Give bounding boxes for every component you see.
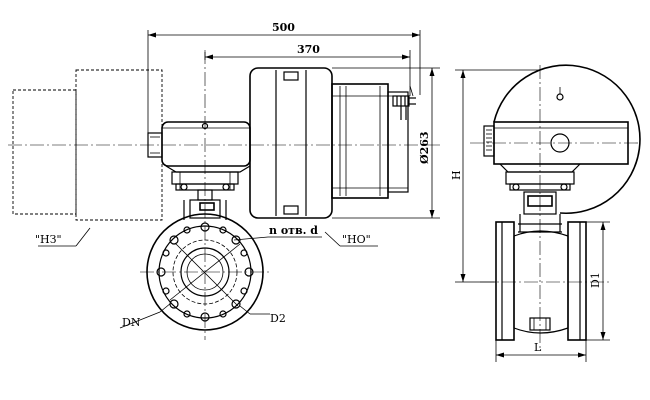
dim-diameter-label: Ø263 — [418, 131, 431, 164]
dim-370-label: 370 — [297, 43, 320, 56]
limit-switch — [392, 85, 416, 120]
no-label: "НО" — [342, 233, 371, 246]
stem-yoke — [183, 199, 227, 220]
dim-h-label: H — [450, 170, 463, 180]
no-leader-diag — [324, 231, 341, 247]
dim-l-label: L — [534, 341, 542, 354]
dim-370 — [204, 50, 411, 96]
front-view — [8, 50, 440, 340]
dim-500-label: 500 — [272, 21, 295, 34]
dim-h — [455, 69, 540, 283]
dim-d1 — [586, 221, 610, 341]
no-actuator — [249, 67, 409, 219]
flange-view — [140, 213, 270, 331]
mounting-bracket — [171, 171, 239, 201]
holes-label: n отв. d — [269, 224, 318, 237]
dn-d2-dimension-lines — [119, 242, 270, 329]
dim-500 — [147, 30, 421, 133]
gearbox-housing — [161, 121, 251, 173]
dim-l — [495, 340, 587, 362]
nz-label: "НЗ" — [35, 233, 62, 246]
dim-d1-label: D1 — [589, 272, 602, 288]
nz-leader-diag — [75, 227, 91, 247]
dn-label: DN — [122, 316, 141, 329]
dim-diameter — [332, 67, 440, 219]
side-view — [470, 64, 641, 350]
holes-leader — [233, 236, 269, 241]
d2-label: D2 — [270, 312, 286, 325]
